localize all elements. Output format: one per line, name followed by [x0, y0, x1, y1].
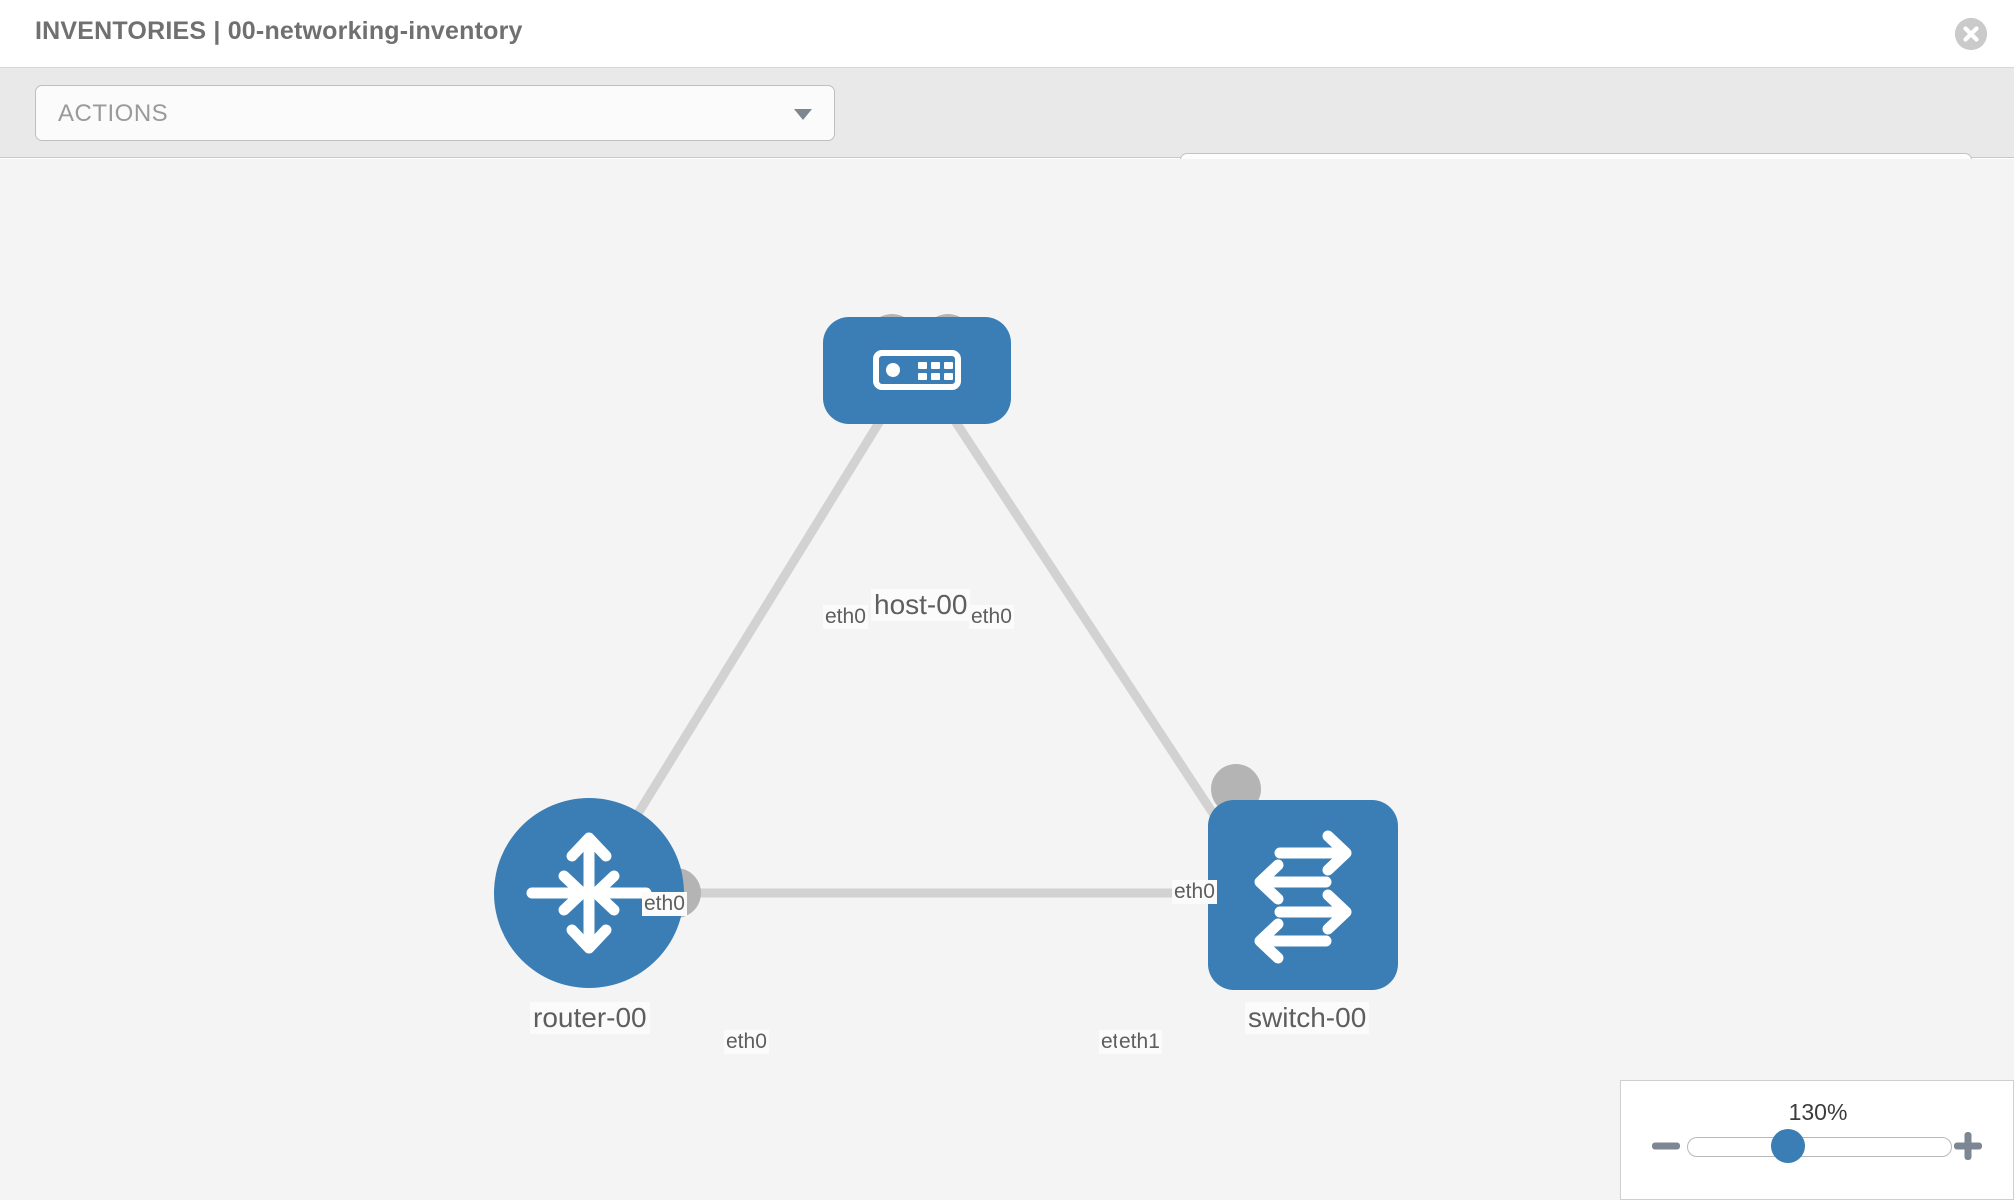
iface-label-host-right: eth0: [969, 605, 1014, 629]
iface-label-router-up: eth0: [642, 892, 687, 916]
switch-arrows-icon: [1254, 830, 1352, 964]
actions-dropdown[interactable]: ACTIONS: [35, 85, 835, 141]
zoom-slider-handle[interactable]: [1771, 1129, 1805, 1163]
router-arrows-icon: [526, 832, 652, 954]
iface-label-router-right: eth0: [724, 1030, 769, 1054]
iface-label-host-left: eth0: [823, 605, 868, 629]
page-title: INVENTORIES | 00-networking-inventory: [35, 17, 523, 45]
toolbar: ACTIONS SEARCH: [0, 68, 2014, 210]
minus-icon[interactable]: [1649, 1129, 1683, 1163]
node-label-router-00: router-00: [530, 1002, 650, 1034]
node-label-host-00: host-00: [871, 589, 971, 621]
page-header: INVENTORIES | 00-networking-inventory: [0, 0, 2014, 68]
zoom-level-value: 130%: [1788, 1099, 1848, 1125]
chevron-down-icon: [794, 109, 812, 120]
plus-icon[interactable]: [1951, 1129, 1985, 1163]
node-label-switch-00: switch-00: [1245, 1002, 1370, 1034]
server-icon: [873, 350, 961, 390]
node-switch-00[interactable]: [1208, 800, 1398, 990]
iface-label-switch-left-b: eth1: [1117, 1030, 1162, 1054]
topology-graph: [605, 314, 1261, 918]
iface-label-switch-up: eth0: [1172, 880, 1217, 904]
link-host-router: [605, 416, 885, 864]
topology-canvas[interactable]: host-00 router-00 switch-00 eth0 eth0 et…: [0, 159, 2014, 1200]
link-host-switch: [950, 416, 1248, 864]
zoom-control-panel: 130%: [1620, 1080, 2014, 1200]
zoom-slider-track[interactable]: [1687, 1137, 1952, 1157]
close-icon[interactable]: [1955, 18, 1987, 50]
node-host-00[interactable]: [823, 317, 1011, 424]
actions-dropdown-label: ACTIONS: [58, 100, 169, 127]
